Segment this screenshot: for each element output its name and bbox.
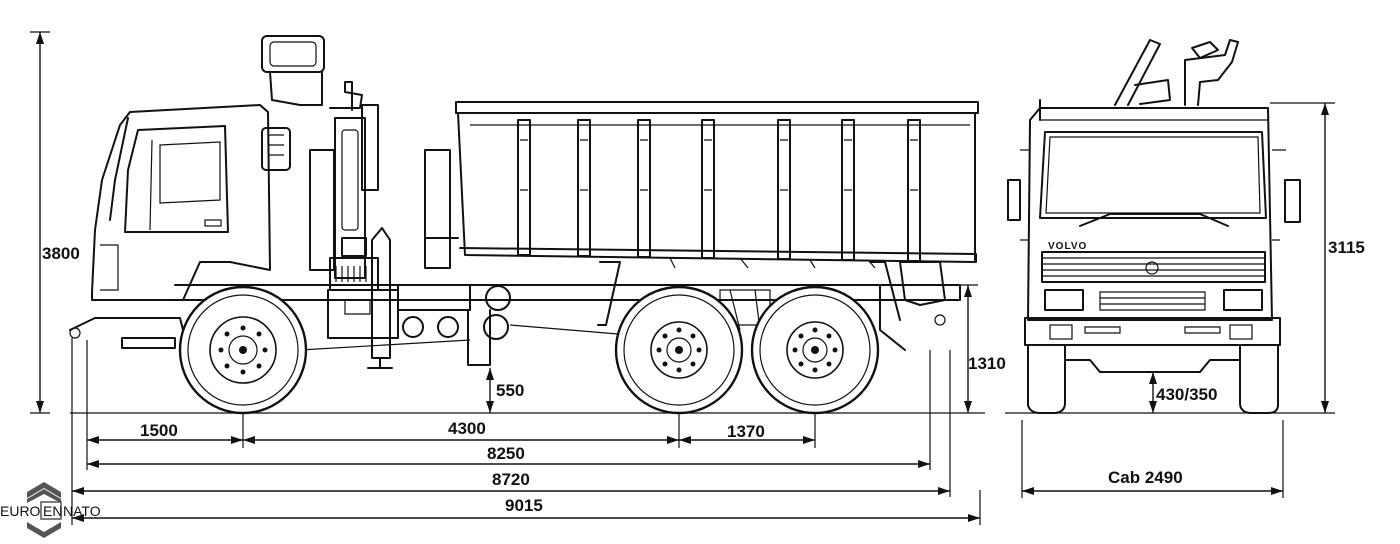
dimension-lines <box>30 31 1335 525</box>
dim-bogie-spacing: 1370 <box>727 422 765 441</box>
logo-text-right: NATO <box>63 503 101 519</box>
dim-length-8720: 8720 <box>492 470 530 489</box>
front-view <box>1005 39 1305 414</box>
dim-cab-width: Cab 2490 <box>1108 468 1183 487</box>
side-view <box>69 35 985 415</box>
dim-length-8250: 8250 <box>487 444 525 463</box>
dim-platform-height: 1310 <box>968 354 1006 373</box>
front-wheel <box>178 285 308 415</box>
grille-brand-label: VOLVO <box>1048 241 1087 252</box>
euro-en-nato-logo: EURO EN NATO <box>0 482 101 538</box>
dim-ground-clearance: 550 <box>496 381 524 400</box>
dim-wheelbase-front: 4300 <box>448 419 486 438</box>
tipper-body <box>455 101 979 326</box>
dim-front-overhang: 1500 <box>140 421 178 440</box>
rear-wheel-2 <box>750 285 880 415</box>
logo-text-mid: EN <box>43 503 62 519</box>
dim-overall-length: 9015 <box>505 496 543 515</box>
dimension-labels: 3800 1500 4300 1370 8250 8720 9015 550 1… <box>42 238 1365 515</box>
logo-text-left: EURO <box>0 503 41 519</box>
rear-wheel-1 <box>614 285 744 415</box>
dim-total-height: 3800 <box>42 244 80 263</box>
dim-cab-height: 3115 <box>1328 238 1365 257</box>
dim-front-clearance: 430/350 <box>1156 385 1217 404</box>
